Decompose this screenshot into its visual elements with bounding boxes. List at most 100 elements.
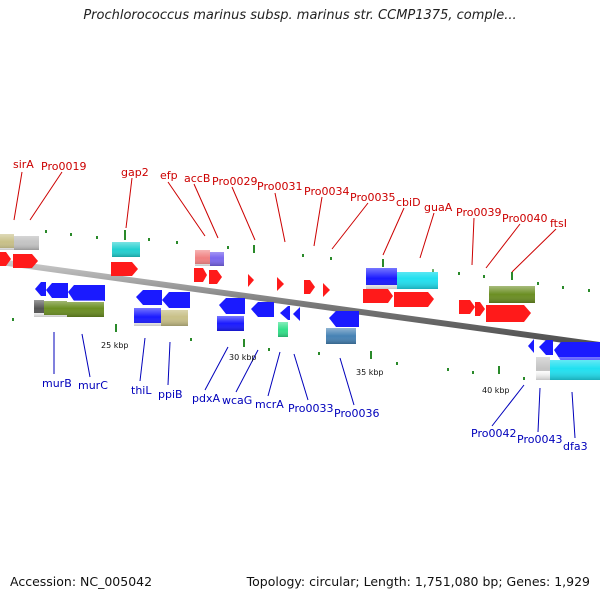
tick-mark [115, 324, 117, 332]
gene-label-ppib[interactable]: ppiB [158, 388, 183, 401]
gene-arrow [251, 302, 274, 317]
genome-backbone [0, 259, 600, 348]
leader-line [274, 192, 286, 243]
tick-mark [370, 351, 372, 359]
gene-arrow [194, 268, 207, 282]
scale-label-30kbp: 30 kbp [229, 353, 257, 362]
gene-arrow [475, 302, 485, 316]
gene-arrow [528, 339, 534, 353]
leader-line [29, 171, 63, 221]
gene-label-pro0034[interactable]: Pro0034 [304, 185, 349, 198]
leader-line [193, 183, 219, 239]
gene-arrow [0, 252, 11, 266]
gene-arrow [248, 274, 254, 287]
gene-label-efp[interactable]: efp [160, 169, 178, 182]
gene-arrow [111, 262, 138, 276]
leader-line [81, 333, 91, 378]
gene-arrow [304, 280, 315, 294]
gene-arrow [46, 283, 68, 298]
tick-mark [253, 245, 255, 253]
gene-arrow [363, 289, 393, 303]
leader-line [491, 384, 525, 427]
tick-mark [70, 233, 72, 236]
gene-label-sira[interactable]: sirA [13, 158, 34, 171]
gene-arrow [280, 306, 290, 320]
leader-line [571, 391, 576, 439]
leader-line [537, 387, 541, 433]
gene-label-pro0031[interactable]: Pro0031 [257, 180, 302, 193]
tick-mark [396, 362, 398, 365]
gene-label-pro0035[interactable]: Pro0035 [350, 191, 395, 204]
gene-arrow [277, 277, 284, 291]
gene-label-pro0029[interactable]: Pro0029 [212, 175, 257, 188]
gene-arrow [323, 283, 330, 297]
tick-mark [268, 348, 270, 351]
tick-mark [45, 230, 47, 233]
scale-label-40kbp: 40 kbp [482, 386, 510, 395]
leader-line [511, 228, 557, 273]
reverse-label-group[interactable]: murB murC thiL ppiB pdxA wcaG mcrA Pro00… [42, 377, 588, 453]
tick-mark [588, 289, 590, 292]
gene-label-murb[interactable]: murB [42, 377, 72, 390]
gene-arrow [394, 292, 434, 307]
gene-label-cbid[interactable]: cbiD [396, 196, 421, 209]
gene-label-pro0042[interactable]: Pro0042 [471, 427, 516, 440]
tick-mark [148, 238, 150, 241]
gene-arrow [136, 290, 162, 305]
tick-mark [382, 259, 384, 267]
gene-label-pro0033[interactable]: Pro0033 [288, 402, 333, 415]
gene-arrow [219, 298, 245, 314]
gene-label-guaa[interactable]: guaA [424, 201, 453, 214]
gene-label-ftsi[interactable]: ftsI [550, 217, 567, 230]
gene-label-pro0040[interactable]: Pro0040 [502, 212, 547, 225]
gene-label-dfa3[interactable]: dfa3 [563, 440, 588, 453]
tick-mark [511, 272, 513, 280]
gene-arrow [68, 285, 105, 301]
gene-arrow [35, 282, 46, 296]
scale-label-35kbp: 35 kbp [356, 368, 384, 377]
tick-mark [124, 230, 126, 240]
gene-arrow [162, 292, 190, 308]
gene-label-pdxa[interactable]: pdxA [192, 392, 220, 405]
tick-mark [302, 254, 304, 257]
gene-label-gap2[interactable]: gap2 [121, 166, 149, 179]
leader-line [382, 207, 405, 256]
leader-line [231, 186, 256, 241]
gene-arrow [329, 311, 359, 327]
map-title: Prochlorococcus marinus subsp. marinus s… [83, 8, 517, 23]
tick-mark [472, 371, 474, 374]
tick-mark [243, 339, 245, 347]
tick-mark [318, 352, 320, 355]
gene-label-murc[interactable]: murC [78, 379, 108, 392]
gene-label-thil[interactable]: thiL [131, 384, 152, 397]
gene-label-mcra[interactable]: mcrA [255, 398, 284, 411]
gene-label-pro0043[interactable]: Pro0043 [517, 433, 562, 446]
gene-label-wcag[interactable]: wcaG [222, 394, 252, 407]
forward-label-group[interactable]: sirA Pro0019 gap2 efp accB Pro0029 Pro00… [13, 158, 567, 230]
topology-text: Topology: circular; Length: 1,751,080 bp… [246, 574, 590, 589]
leader-lines [13, 171, 576, 439]
gene-arrow [13, 254, 38, 268]
leader-line [339, 357, 355, 406]
leader-line [267, 351, 281, 397]
leader-line [293, 353, 309, 401]
gene-label-pro0019[interactable]: Pro0019 [41, 160, 86, 173]
tick-marks [12, 230, 590, 380]
tick-mark [523, 377, 525, 380]
tick-mark [498, 366, 500, 374]
tick-mark [537, 282, 539, 285]
gene-arrow [539, 340, 553, 355]
leader-line [485, 223, 521, 269]
tick-mark [483, 275, 485, 278]
tick-mark [176, 241, 178, 244]
tick-mark [227, 246, 229, 249]
gene-label-pro0036[interactable]: Pro0036 [334, 407, 379, 420]
tick-mark [447, 368, 449, 371]
gene-label-pro0039[interactable]: Pro0039 [456, 206, 501, 219]
tick-mark [330, 257, 332, 260]
gene-arrow [209, 270, 222, 284]
gene-label-accb[interactable]: accB [184, 172, 210, 185]
tick-mark [190, 338, 192, 341]
leader-line [235, 349, 259, 393]
